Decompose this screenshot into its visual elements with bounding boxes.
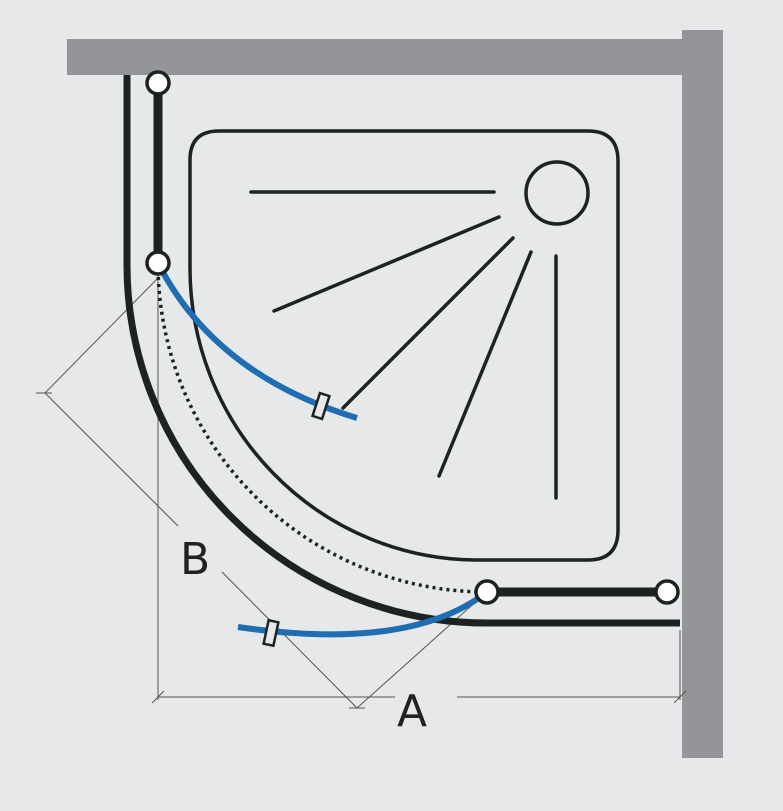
roller-top-icon xyxy=(145,70,171,96)
drain-icon xyxy=(524,160,590,226)
dimension-lines xyxy=(36,275,687,709)
roller-bottom-icon xyxy=(474,579,500,605)
roller-right-icon xyxy=(654,579,680,605)
enclosure-frame xyxy=(123,75,680,627)
dimension-label-a: A xyxy=(397,686,427,737)
right-wall xyxy=(682,30,723,758)
sliding-door-bottom xyxy=(237,589,489,638)
door-handle-left xyxy=(310,391,332,421)
dimension-label-b: B xyxy=(180,534,210,585)
roller-points xyxy=(145,70,680,605)
top-wall xyxy=(67,39,723,75)
tray-slope-lines xyxy=(249,190,558,500)
shower-tray xyxy=(188,129,620,562)
door-handle-bottom xyxy=(262,618,280,648)
roller-left-icon xyxy=(145,250,171,276)
